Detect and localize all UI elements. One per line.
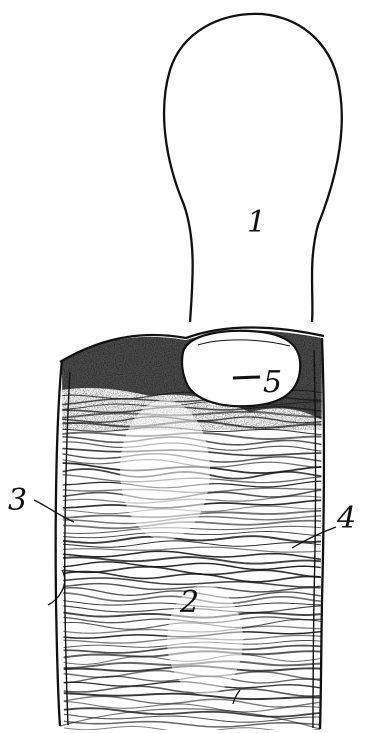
tube-left-wall — [56, 360, 62, 726]
orifice — [182, 331, 300, 406]
highlight-upper — [120, 400, 210, 540]
upper-sac-outline — [164, 14, 342, 322]
label-1: 1 — [247, 205, 266, 240]
pointer-5 — [233, 377, 260, 378]
highlight-lower — [167, 585, 243, 695]
label-5: 5 — [263, 365, 282, 400]
label-2: 2 — [179, 585, 199, 620]
label-4: 4 — [336, 501, 356, 536]
label-3: 3 — [8, 483, 27, 518]
